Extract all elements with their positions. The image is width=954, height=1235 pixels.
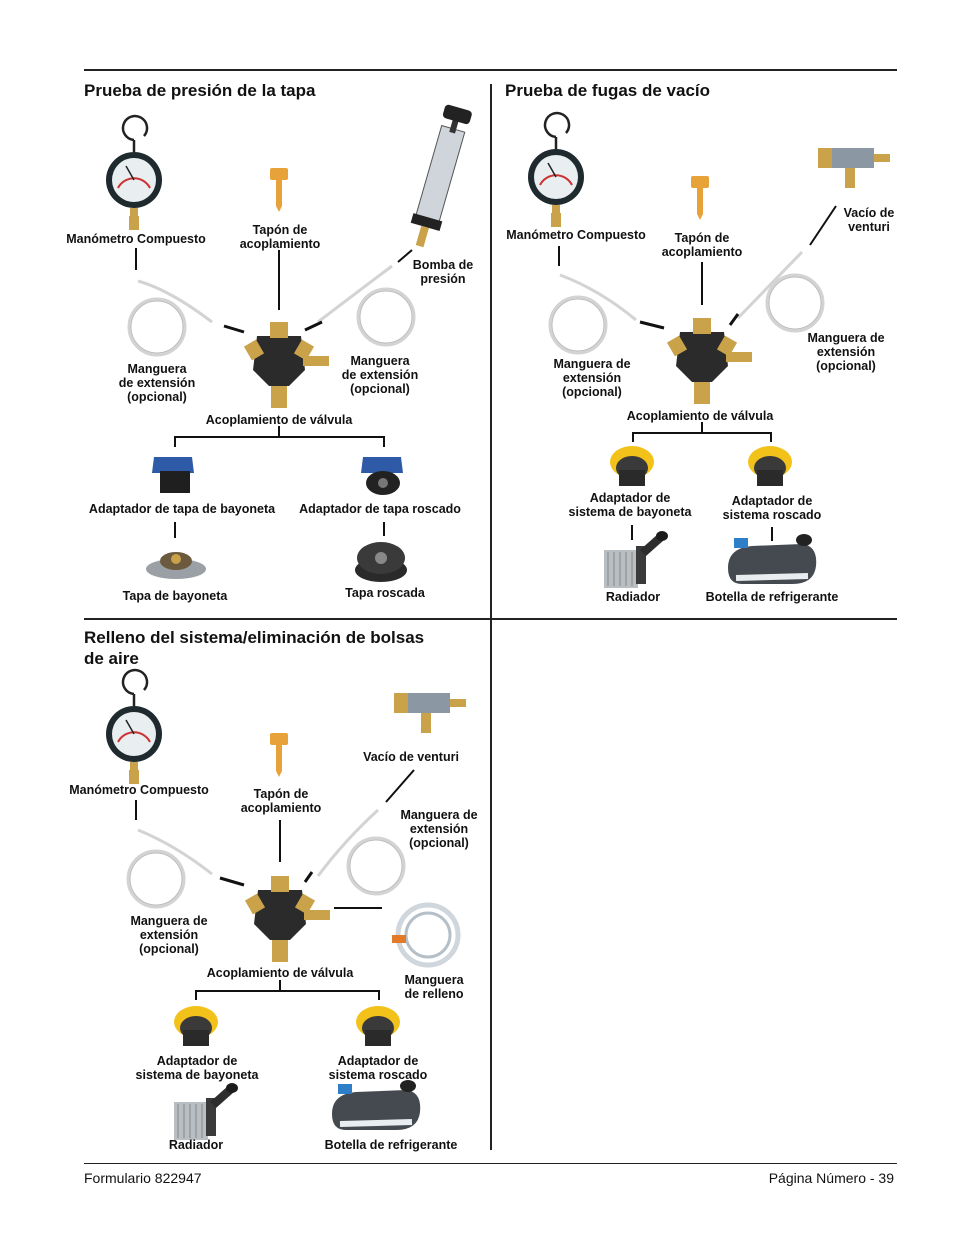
middle-rule bbox=[84, 618, 897, 620]
label-adapter-threaded: Adaptador de sistema roscado bbox=[722, 494, 822, 522]
section-title-vacuum-leak: Prueba de fugas de vacío bbox=[505, 81, 711, 100]
label-plug: Tapón de acoplamiento bbox=[661, 231, 743, 259]
label-gauge: Manómetro Compuesto bbox=[506, 228, 646, 242]
divider-vertical-top bbox=[490, 84, 492, 618]
top-rule bbox=[84, 69, 897, 71]
label-plug: Tapón de acoplamiento bbox=[240, 787, 322, 815]
label-hose-left: Manguera de extensión (opcional) bbox=[130, 914, 208, 956]
label-adapter-threaded: Adaptador de sistema roscado bbox=[328, 1054, 428, 1082]
label-hose-left: Manguera de extensión (opcional) bbox=[118, 362, 196, 404]
section-title-cap-pressure: Prueba de presión de la tapa bbox=[84, 81, 316, 100]
label-radiator: Radiador bbox=[605, 590, 661, 604]
footer-rule bbox=[84, 1163, 897, 1164]
label-fill-hose: Manguera de relleno bbox=[404, 973, 464, 1001]
label-adapter-threaded: Adaptador de tapa roscado bbox=[299, 502, 461, 516]
label-pump: Bomba de presión bbox=[412, 258, 474, 286]
divider-vertical-bottom bbox=[490, 620, 492, 1150]
footer-page-number: Página Número - 39 bbox=[768, 1170, 894, 1186]
label-gauge: Manómetro Compuesto bbox=[66, 232, 206, 246]
label-cap-bayonet: Tapa de bayoneta bbox=[122, 589, 228, 603]
label-valve: Acoplamiento de válvula bbox=[206, 966, 354, 980]
section-title-refill: Relleno del sistema/eliminación de bolsa… bbox=[84, 628, 425, 668]
label-hose-right: Manguera de extensión (opcional) bbox=[400, 808, 478, 850]
label-bottle: Botella de refrigerante bbox=[324, 1138, 458, 1152]
label-radiator: Radiador bbox=[168, 1138, 224, 1152]
label-gauge: Manómetro Compuesto bbox=[69, 783, 209, 797]
footer-form-number: Formulario 822947 bbox=[84, 1170, 202, 1186]
label-adapter-bayonet: Adaptador de tapa de bayoneta bbox=[88, 502, 276, 516]
label-hose-right: Manguera de extensión (opcional) bbox=[341, 354, 419, 396]
label-venturi: Vacío de venturi bbox=[843, 206, 895, 234]
label-bottle: Botella de refrigerante bbox=[705, 590, 839, 604]
label-valve: Acoplamiento de válvula bbox=[205, 413, 353, 427]
label-adapter-bayonet: Adaptador de sistema de bayoneta bbox=[135, 1054, 259, 1082]
label-cap-threaded: Tapa roscada bbox=[345, 586, 425, 600]
label-valve: Acoplamiento de válvula bbox=[626, 409, 774, 423]
label-hose-right: Manguera de extensión (opcional) bbox=[807, 331, 885, 373]
label-hose-left: Manguera de extensión (opcional) bbox=[553, 357, 631, 399]
label-plug: Tapón de acoplamiento bbox=[239, 223, 321, 251]
label-adapter-bayonet: Adaptador de sistema de bayoneta bbox=[568, 491, 692, 519]
label-venturi: Vacío de venturi bbox=[363, 750, 459, 764]
